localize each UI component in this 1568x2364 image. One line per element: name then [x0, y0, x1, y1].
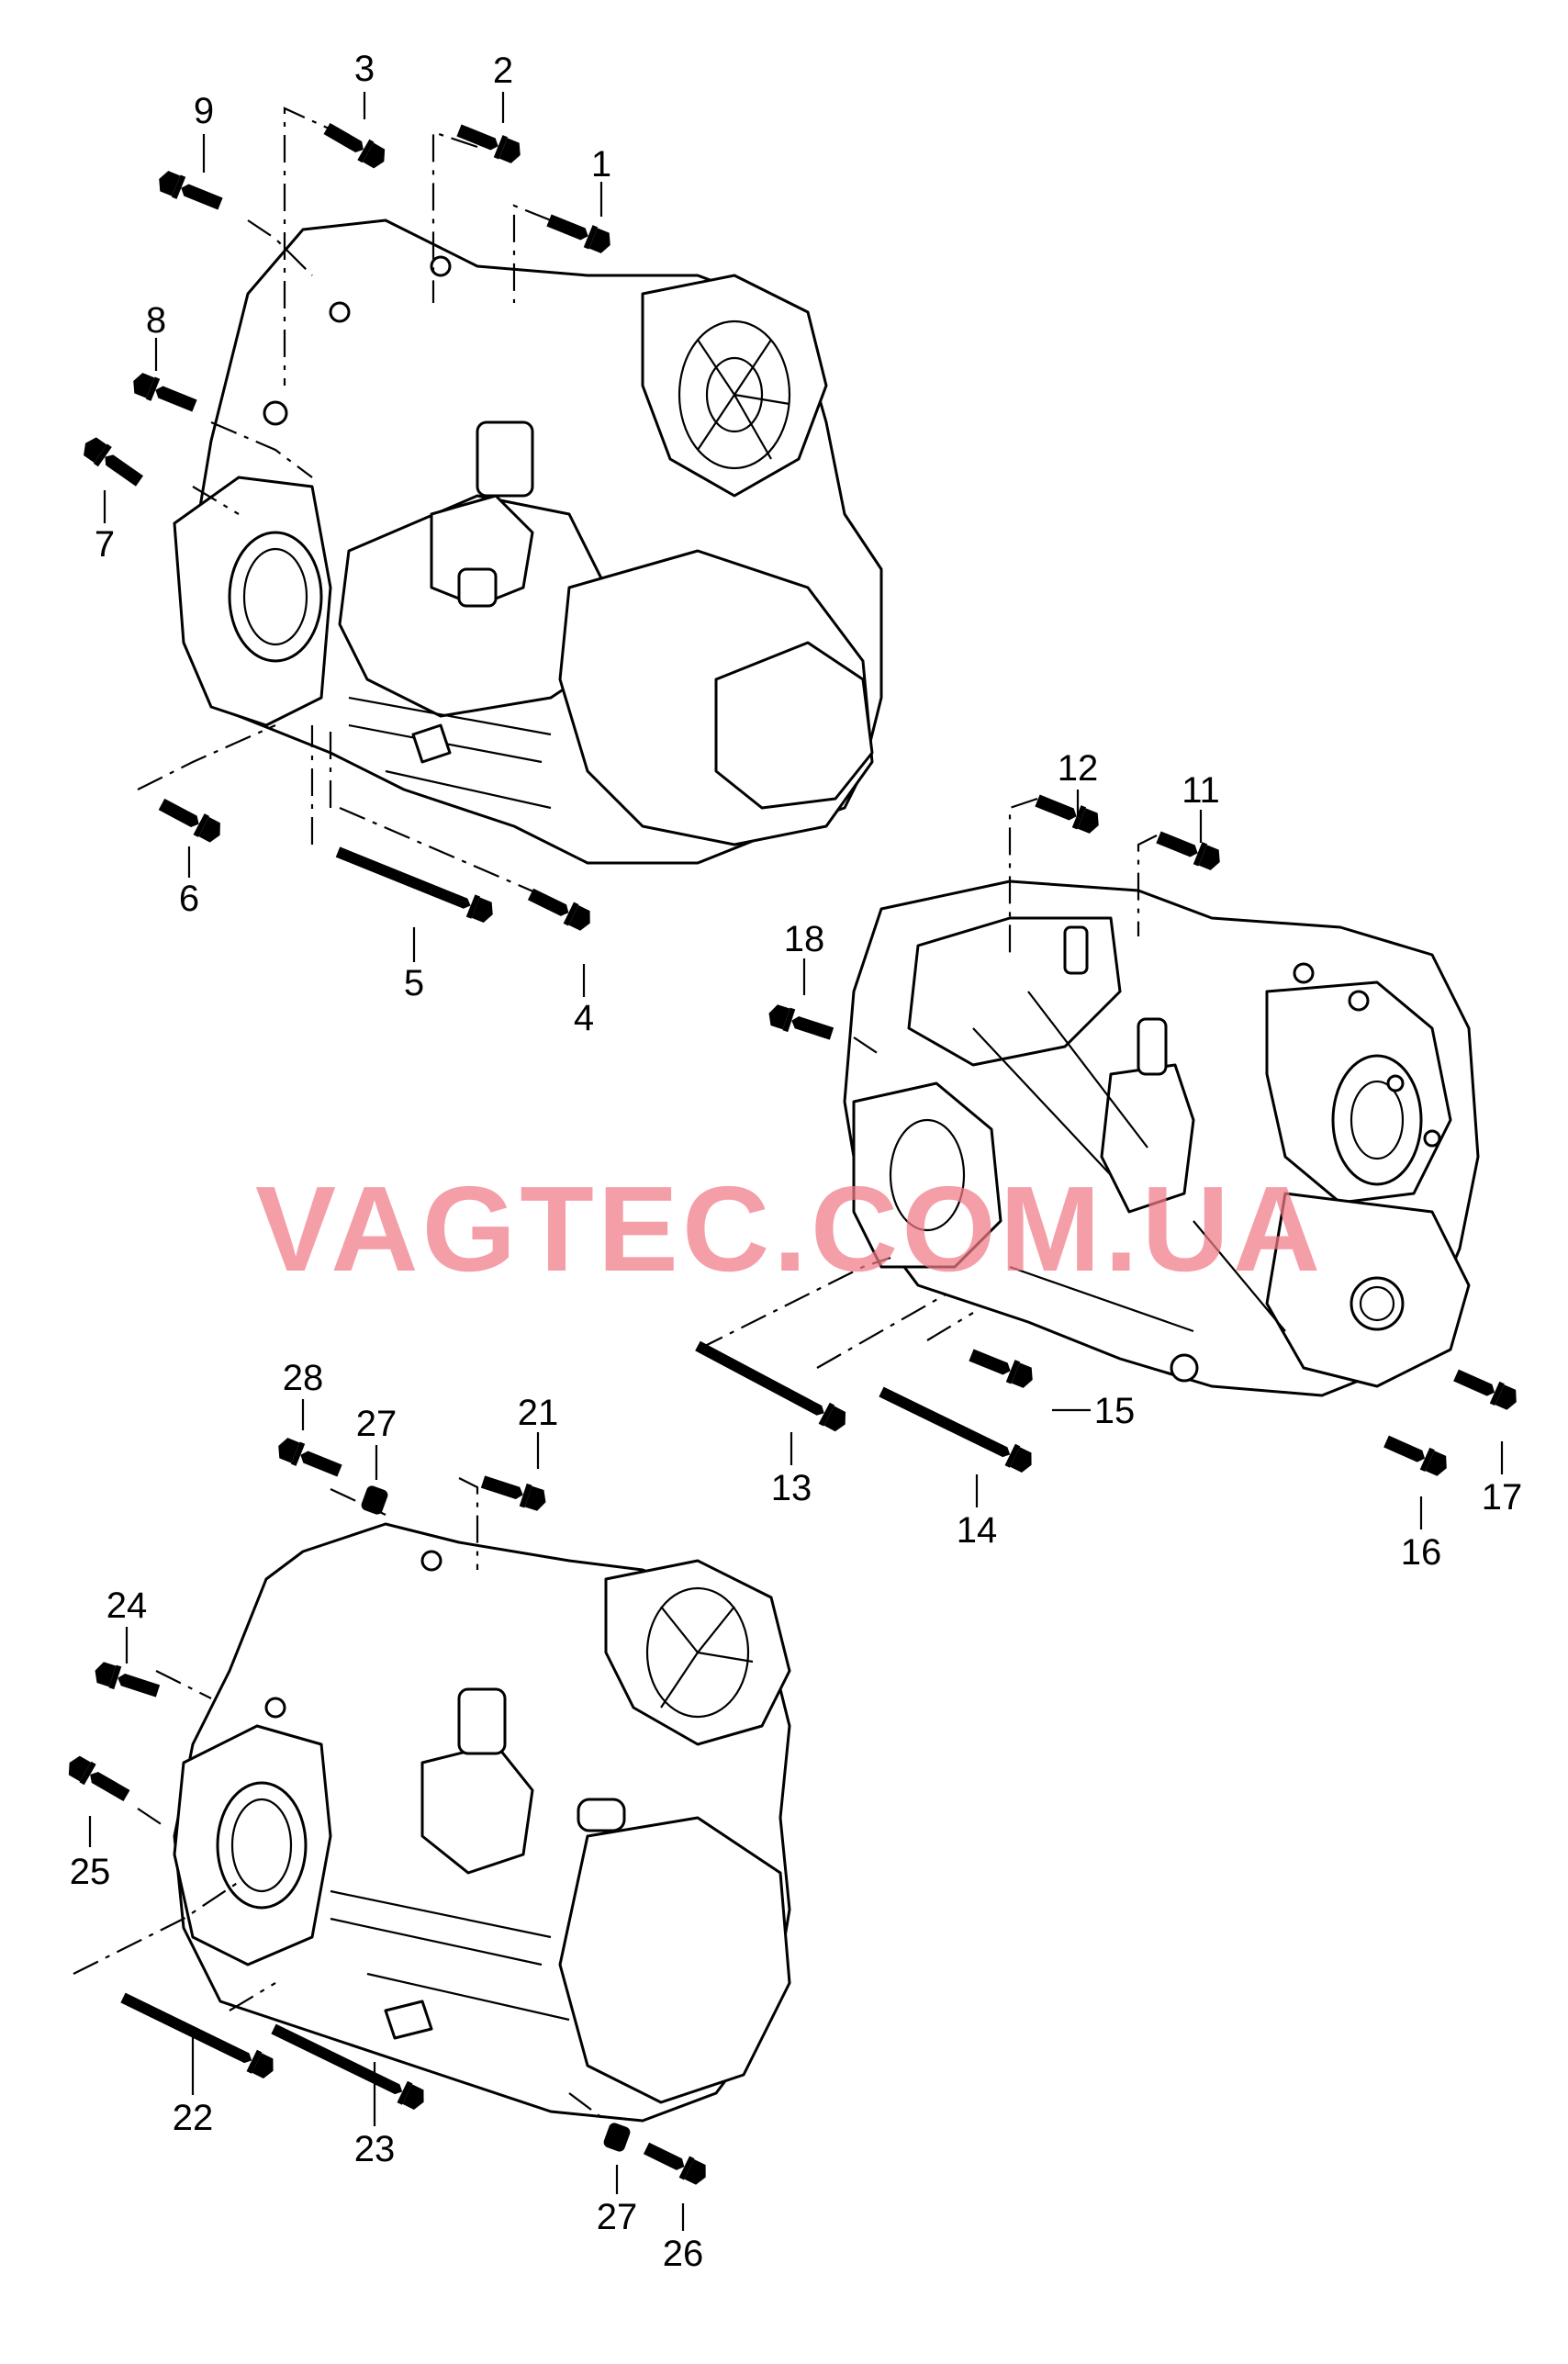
sleeve-27b	[601, 2121, 633, 2154]
callout-27a: 27	[356, 1404, 398, 1444]
leader-lines	[73, 106, 1158, 2122]
callout-4: 4	[574, 998, 594, 1038]
callout-5: 5	[404, 963, 424, 1003]
bolt-9	[154, 167, 225, 216]
callout-18: 18	[784, 919, 825, 959]
callout-3: 3	[354, 49, 375, 89]
bolt-11	[1154, 825, 1225, 874]
callout-11: 11	[1182, 770, 1220, 811]
bolt-3	[320, 118, 390, 173]
callout-25: 25	[70, 1852, 111, 1892]
callout-17: 17	[1482, 1477, 1523, 1518]
bolt-25	[63, 1752, 133, 1807]
bolt-16	[1381, 1430, 1452, 1480]
bolt-6	[155, 793, 226, 846]
callout-8: 8	[146, 300, 166, 341]
gearbox-illustration	[843, 879, 1480, 1397]
bolt-14	[876, 1381, 1037, 1476]
bolt-1	[544, 208, 615, 257]
callout-21: 21	[518, 1393, 559, 1433]
sleeve-27a	[359, 1484, 390, 1517]
callout-24: 24	[106, 1585, 148, 1626]
callout-16: 16	[1401, 1532, 1442, 1573]
callout-1: 1	[591, 144, 611, 185]
callout-28: 28	[283, 1358, 324, 1398]
callout-13: 13	[771, 1468, 812, 1508]
bolt-21	[478, 1470, 550, 1514]
bolt-28	[274, 1434, 344, 1483]
callout-2: 2	[493, 50, 513, 91]
callout-27b: 27	[597, 2197, 638, 2237]
bolt-12	[1033, 789, 1103, 837]
bolt-4	[525, 883, 596, 935]
callout-7: 7	[95, 524, 115, 565]
callout-12: 12	[1058, 748, 1099, 789]
callout-14: 14	[957, 1510, 998, 1551]
bolt-26	[641, 2137, 711, 2189]
bolt-24	[91, 1659, 162, 1703]
gearbox-illustration	[173, 218, 883, 865]
bolt-5	[333, 840, 498, 926]
bolt-7	[78, 433, 147, 491]
watermark: VAGTEC.COM.UA	[255, 1161, 1324, 1296]
bolt-15	[967, 1343, 1037, 1392]
bolt-18	[765, 1002, 836, 1046]
bolt-17	[1450, 1364, 1522, 1414]
callout-22: 22	[173, 2098, 214, 2138]
callout-23: 23	[354, 2129, 396, 2169]
callout-labels: 1 2 3 4 5 6 7 8 9 11 12 13 14 15 16 17 1…	[70, 49, 1523, 2274]
bolt-8	[129, 369, 199, 418]
callout-ticks	[88, 92, 1504, 2231]
callout-15: 15	[1094, 1391, 1136, 1431]
gearbox-illustration	[173, 1522, 791, 2123]
callout-6: 6	[179, 879, 199, 919]
callout-9: 9	[194, 91, 214, 131]
bolt-13	[691, 1335, 851, 1435]
callout-26: 26	[663, 2234, 704, 2274]
